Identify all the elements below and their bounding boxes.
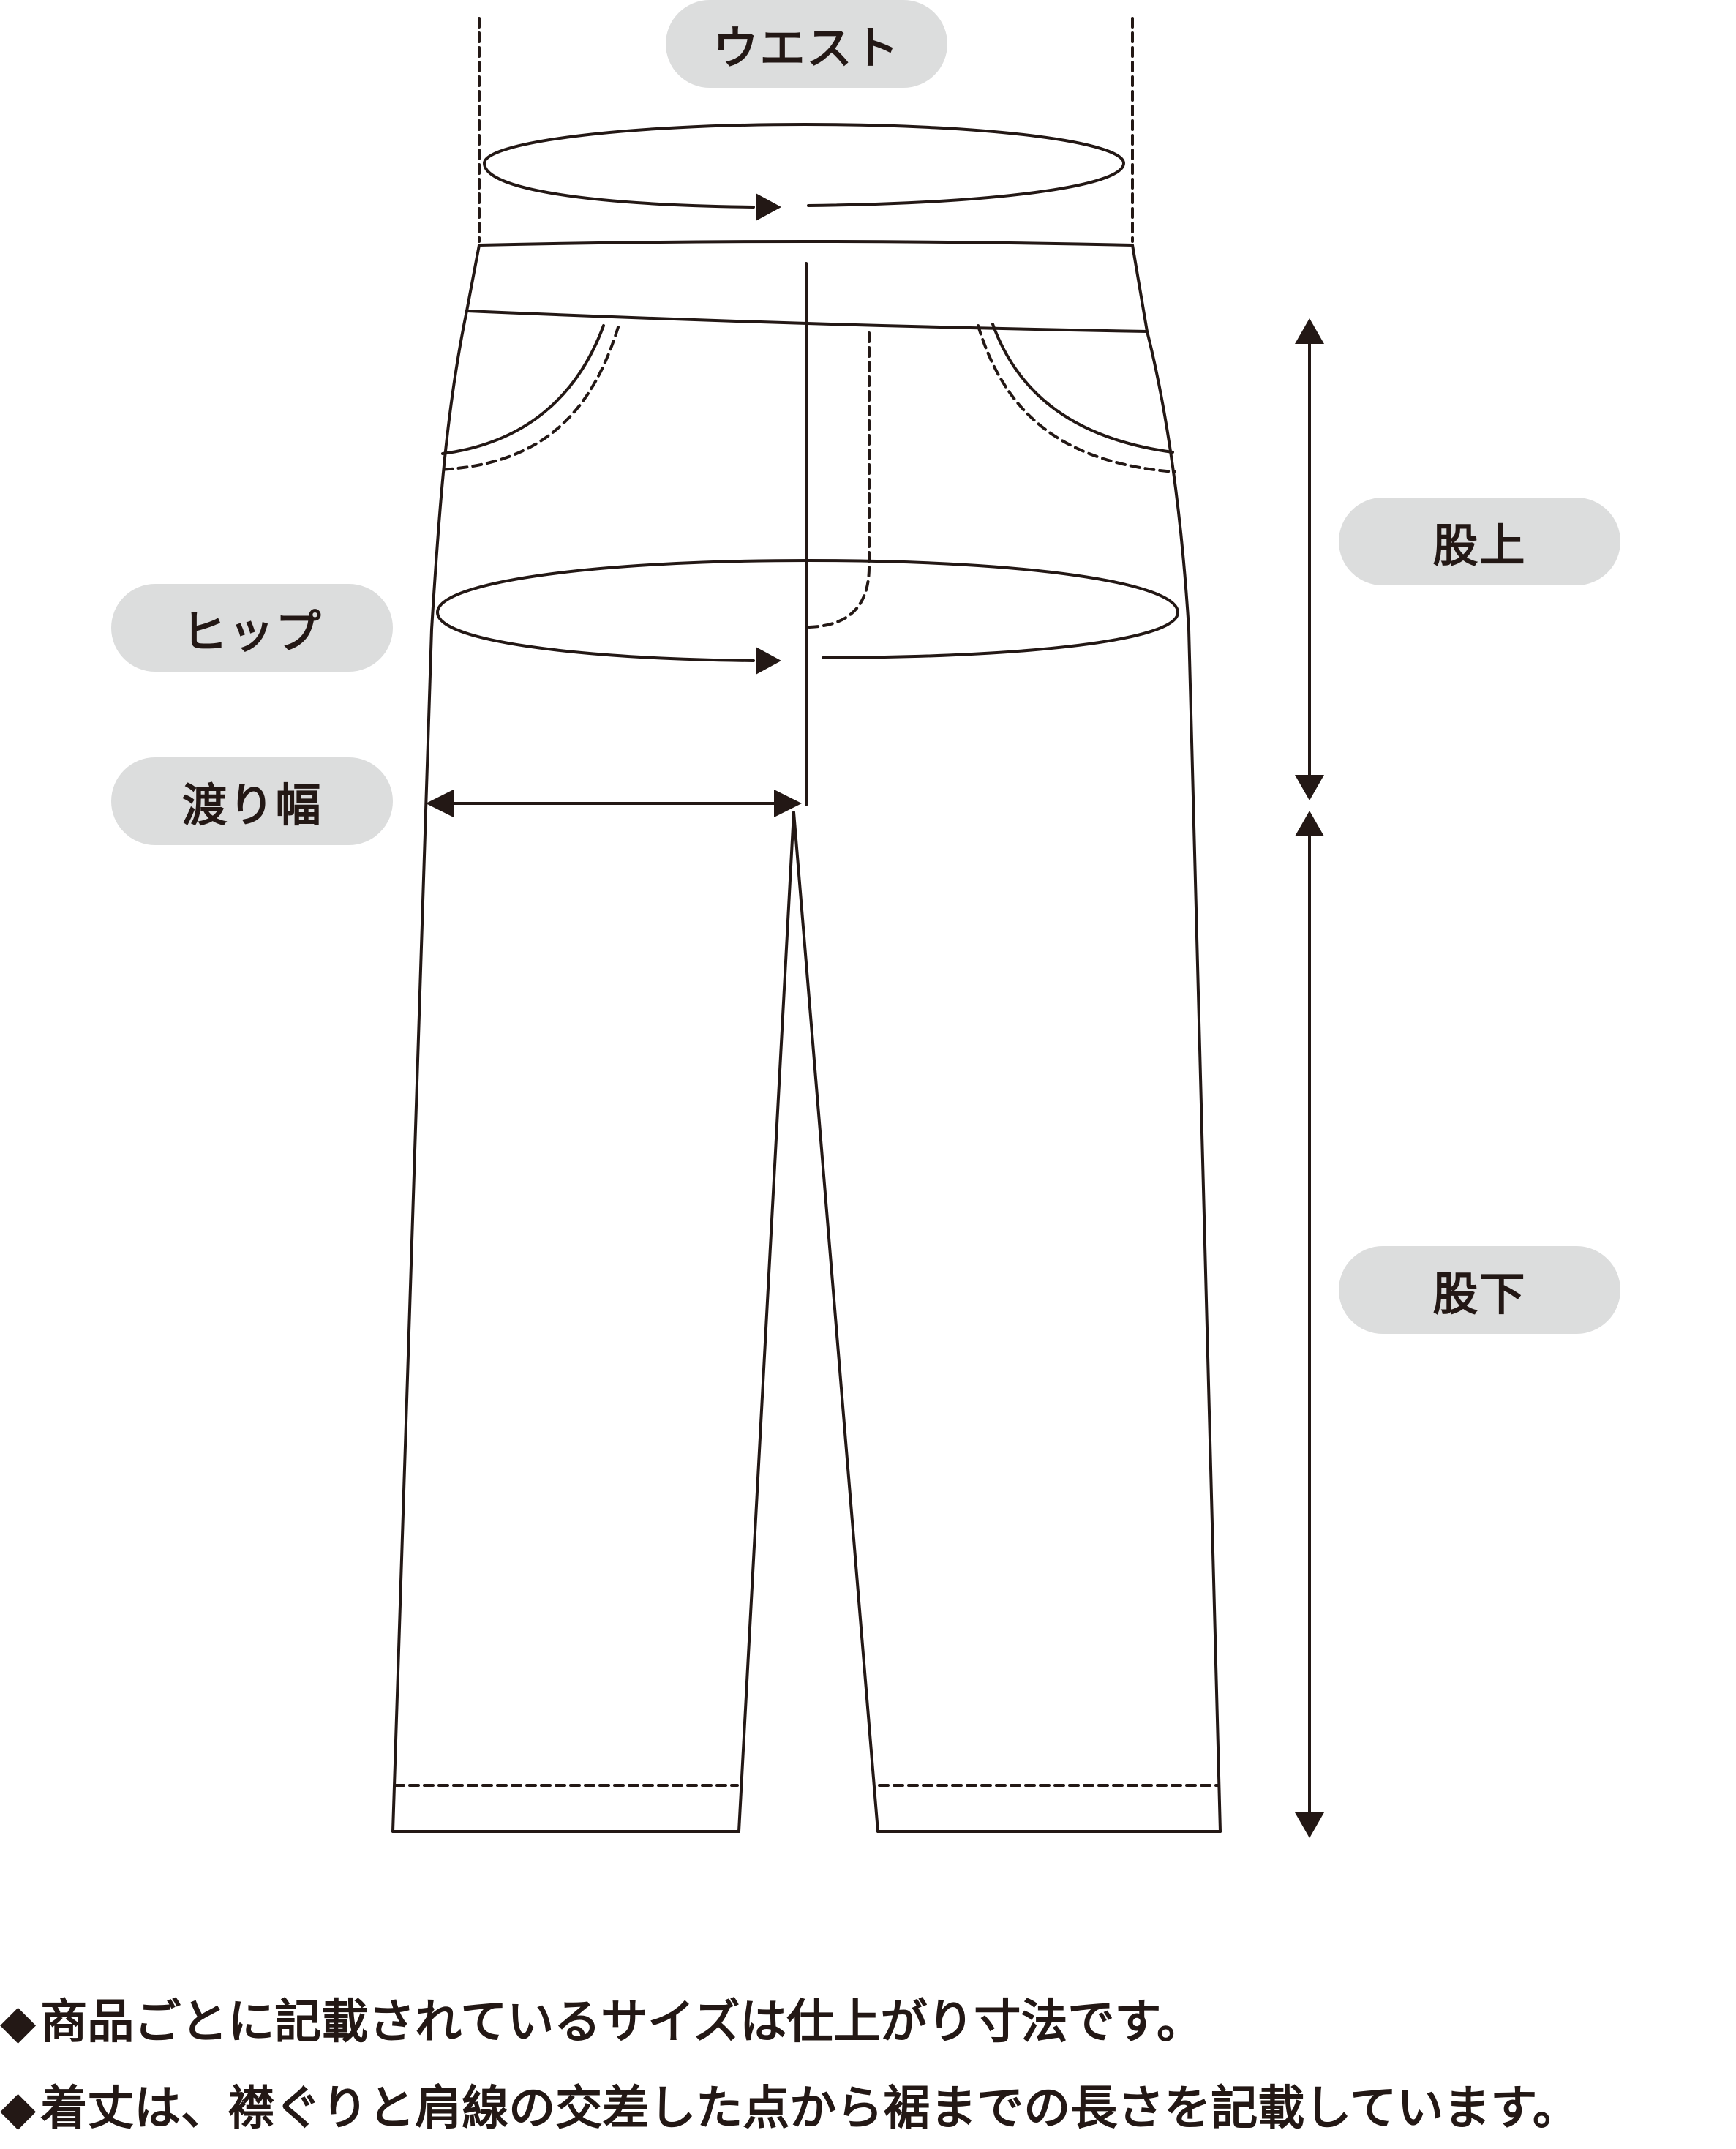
thigh-arrow-head-left xyxy=(426,790,454,817)
rise-arrow-head-bottom xyxy=(1295,775,1324,800)
hip-label: ヒップ xyxy=(111,584,393,672)
rise-arrow-head-top xyxy=(1295,318,1324,344)
size-note-text: 商品ごとに記載されているサイズは仕上がり寸法です。 xyxy=(40,1995,1203,2049)
inseam-arrow-head-bottom xyxy=(1295,1812,1324,1838)
waist-label: ウエスト xyxy=(666,0,947,88)
inseam-arrow-head-top xyxy=(1295,811,1324,836)
thigh-arrow-head-right xyxy=(774,790,802,817)
inseam-label: 股下 xyxy=(1339,1246,1620,1334)
waist-arrow-head xyxy=(756,193,781,221)
diamond-bullet-icon: ◆ xyxy=(0,2082,37,2136)
hip-arrow-head xyxy=(756,647,781,675)
pocket-left-stitch xyxy=(437,326,620,471)
waist-ellipse xyxy=(483,123,1125,209)
pocket-right-stitch xyxy=(977,324,1176,473)
pocket-left xyxy=(441,324,605,455)
pocket-right xyxy=(991,323,1174,454)
length-note: ◆着丈は、襟ぐりと肩線の交差した点から裾までの長さを記載しています。 xyxy=(0,2071,1579,2138)
rise-label: 股上 xyxy=(1339,498,1620,585)
hip-ellipse xyxy=(436,559,1179,662)
size-note: ◆商品ごとに記載されているサイズは仕上がり寸法です。 xyxy=(0,1984,1203,2052)
diamond-bullet-icon: ◆ xyxy=(0,1995,37,2049)
fly-stitch xyxy=(807,331,871,629)
pants-outline xyxy=(391,310,1222,1833)
thigh-label: 渡り幅 xyxy=(111,757,393,845)
length-note-text: 着丈は、襟ぐりと肩線の交差した点から裾までの長さを記載しています。 xyxy=(40,2082,1579,2136)
